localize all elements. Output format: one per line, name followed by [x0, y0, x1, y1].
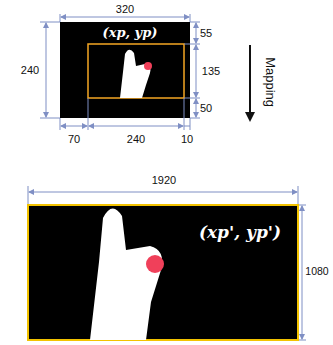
dimension-label: 320	[116, 3, 134, 15]
roi-box	[88, 44, 184, 98]
fingertip-dot	[144, 62, 152, 70]
fingertip-dot	[146, 255, 164, 273]
dimension-label: 10	[181, 133, 193, 145]
dimension-label: 240	[127, 133, 145, 145]
mapping-arrow	[249, 45, 251, 120]
dimension-label: 55	[200, 27, 212, 39]
coordinate-label: (xp, yp)	[103, 26, 158, 40]
dimension-label: 135	[202, 65, 220, 77]
coordinate-label: (xp', yp')	[199, 223, 281, 242]
dimension-label: 1080	[305, 266, 328, 278]
dimension-label: 50	[200, 102, 212, 114]
mapping-label: Mapping	[263, 57, 277, 107]
camera-frame	[60, 22, 190, 118]
dimension-label: 1920	[152, 174, 176, 186]
dimension-label: 240	[21, 64, 39, 76]
hand-large	[90, 208, 162, 340]
hand-small	[120, 50, 150, 98]
dimension-label: 70	[68, 133, 80, 145]
screen-frame	[28, 205, 298, 340]
